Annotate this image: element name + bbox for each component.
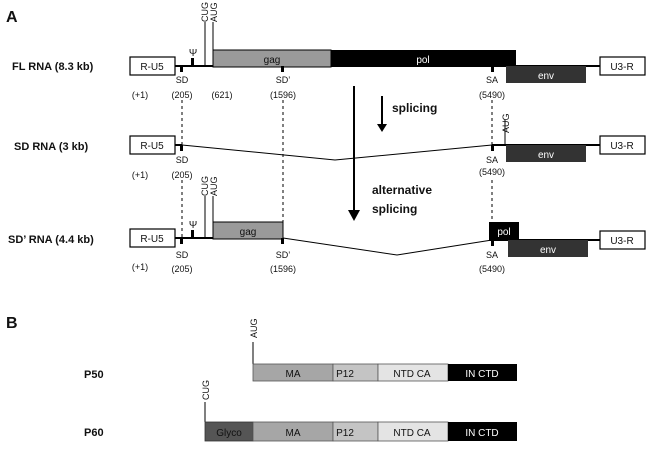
splicing-label: splicing [392, 101, 437, 115]
sd-u3-r-label: U3-R [610, 141, 633, 152]
fl-pol-box [331, 50, 516, 67]
sd-sd-pos: (205) [171, 170, 192, 180]
fl-aug-label: AUG [209, 2, 219, 22]
p50-start-label: AUG [249, 318, 259, 338]
sd-r-u5-label: R-U5 [140, 141, 164, 152]
p60-p12-label: P12 [336, 428, 354, 439]
sd-prime-rna-name: SD’ RNA (4.4 kb) [8, 234, 94, 246]
fl-plus1-label: (+1) [132, 90, 148, 100]
sd-env-box [506, 145, 586, 162]
fl-gag-label: gag [264, 55, 281, 66]
sdp-r-u5-label: R-U5 [140, 234, 164, 245]
sd-plus1-label: (+1) [132, 170, 148, 180]
sdp-gag-box [212, 221, 284, 240]
fl-sa-label: SA [486, 75, 498, 85]
panel-b-label: B [6, 315, 18, 332]
alternative-splicing-label-line2: splicing [372, 202, 417, 216]
fl-psi-label: Ψ [189, 48, 197, 59]
p60-in-ctd-domain [448, 422, 517, 441]
sd-rna-row: SD RNA (3 kb) R-U5 AUG env U3-R SD (205)… [14, 113, 646, 180]
panel-a-label: A [6, 9, 18, 26]
sdp-env-label: env [540, 245, 556, 256]
sd-aug-label: AUG [501, 113, 511, 133]
sd-sa-pos: (5490) [479, 167, 505, 177]
p50-in-ctd-domain [448, 364, 517, 381]
sdp-pol-box [489, 222, 519, 241]
sdp-intron-line [282, 237, 493, 256]
sdp-cug-label: CUG [200, 176, 210, 196]
splicing-arrow [377, 96, 387, 132]
p50-ma-label: MA [286, 369, 301, 380]
sdp-sd-tick [180, 238, 183, 244]
p60-start-label: CUG [201, 380, 211, 400]
fl-r-u5-box [129, 56, 176, 76]
sdp-sa-pos: (5490) [479, 264, 505, 274]
fl-u3-r-box [599, 56, 646, 76]
p60-in-ctd-label: IN CTD [465, 428, 498, 439]
p60-name: P60 [84, 427, 104, 439]
fl-env-box [506, 66, 586, 83]
p50-ntd-ca-label: NTD CA [393, 369, 431, 380]
p60-ntd-ca-label: NTD CA [393, 428, 431, 439]
sd-u3-r-box [599, 135, 646, 155]
sdp-psi-label: Ψ [189, 220, 197, 231]
p50-p12-label: P12 [336, 369, 354, 380]
sdp-sa-tick [491, 240, 494, 246]
sd-prime-rna-row: SD’ RNA (4.4 kb) R-U5 Ψ CUG AUG gag pol … [8, 176, 646, 274]
sd-env-label: env [538, 150, 554, 161]
sd-sa-label: SA [486, 155, 498, 165]
alternative-splicing-arrow [348, 86, 360, 221]
fl-pos-621: (621) [211, 90, 232, 100]
sd-sd-tick [180, 145, 183, 151]
fl-sd-tick [180, 66, 183, 72]
sdp-sd-prime-tick [281, 238, 284, 244]
sdp-sd-pos: (205) [171, 264, 192, 274]
p50-row: P50 AUG MA P12 NTD CA IN CTD [84, 318, 517, 382]
fl-sd-prime-pos: (1596) [270, 90, 296, 100]
p60-row: P60 CUG Glyco MA P12 NTD CA IN CTD [84, 380, 517, 442]
p50-name: P50 [84, 369, 104, 381]
fl-pol-label: pol [416, 55, 429, 66]
sdp-plus1-label: (+1) [132, 262, 148, 272]
sdp-sd-prime-label: SD’ [276, 250, 291, 260]
fl-r-u5-label: R-U5 [140, 62, 164, 73]
fl-rna-row: FL RNA (8.3 kb) R-U5 U3-R Ψ CUG AUG gag … [12, 2, 646, 100]
sdp-psi-marker [191, 230, 194, 238]
fl-psi-marker [191, 58, 194, 66]
sd-sa-tick [491, 145, 494, 151]
sdp-sd-label: SD [176, 250, 189, 260]
sdp-u3-r-label: U3-R [610, 236, 633, 247]
sdp-pol-label: pol [497, 227, 510, 238]
alternative-splicing-label-line1: alternative [372, 183, 432, 197]
sd-sd-label: SD [176, 155, 189, 165]
fl-sa-tick [491, 66, 494, 72]
fl-sd-pos: (205) [171, 90, 192, 100]
fl-sa-pos: (5490) [479, 90, 505, 100]
fl-rna-name: FL RNA (8.3 kb) [12, 61, 94, 73]
p60-ma-label: MA [286, 428, 301, 439]
sd-intron-line [181, 144, 493, 161]
sdp-sa-label: SA [486, 250, 498, 260]
sd-rna-name: SD RNA (3 kb) [14, 141, 88, 153]
sdp-aug-label: AUG [209, 176, 219, 196]
fl-sd-prime-label: SD’ [276, 75, 291, 85]
fl-u3-r-label: U3-R [610, 62, 633, 73]
sdp-gag-label: gag [240, 227, 257, 238]
sdp-env-box [508, 240, 588, 257]
sdp-u3-r-box [599, 230, 646, 250]
p60-glyco-label: Glyco [216, 428, 242, 439]
fl-sd-label: SD [176, 75, 189, 85]
sdp-sd-prime-pos: (1596) [270, 264, 296, 274]
fl-env-label: env [538, 71, 554, 82]
p50-in-ctd-label: IN CTD [465, 369, 498, 380]
fl-sd-prime-tick [281, 66, 284, 72]
fl-cug-label: CUG [200, 2, 210, 22]
